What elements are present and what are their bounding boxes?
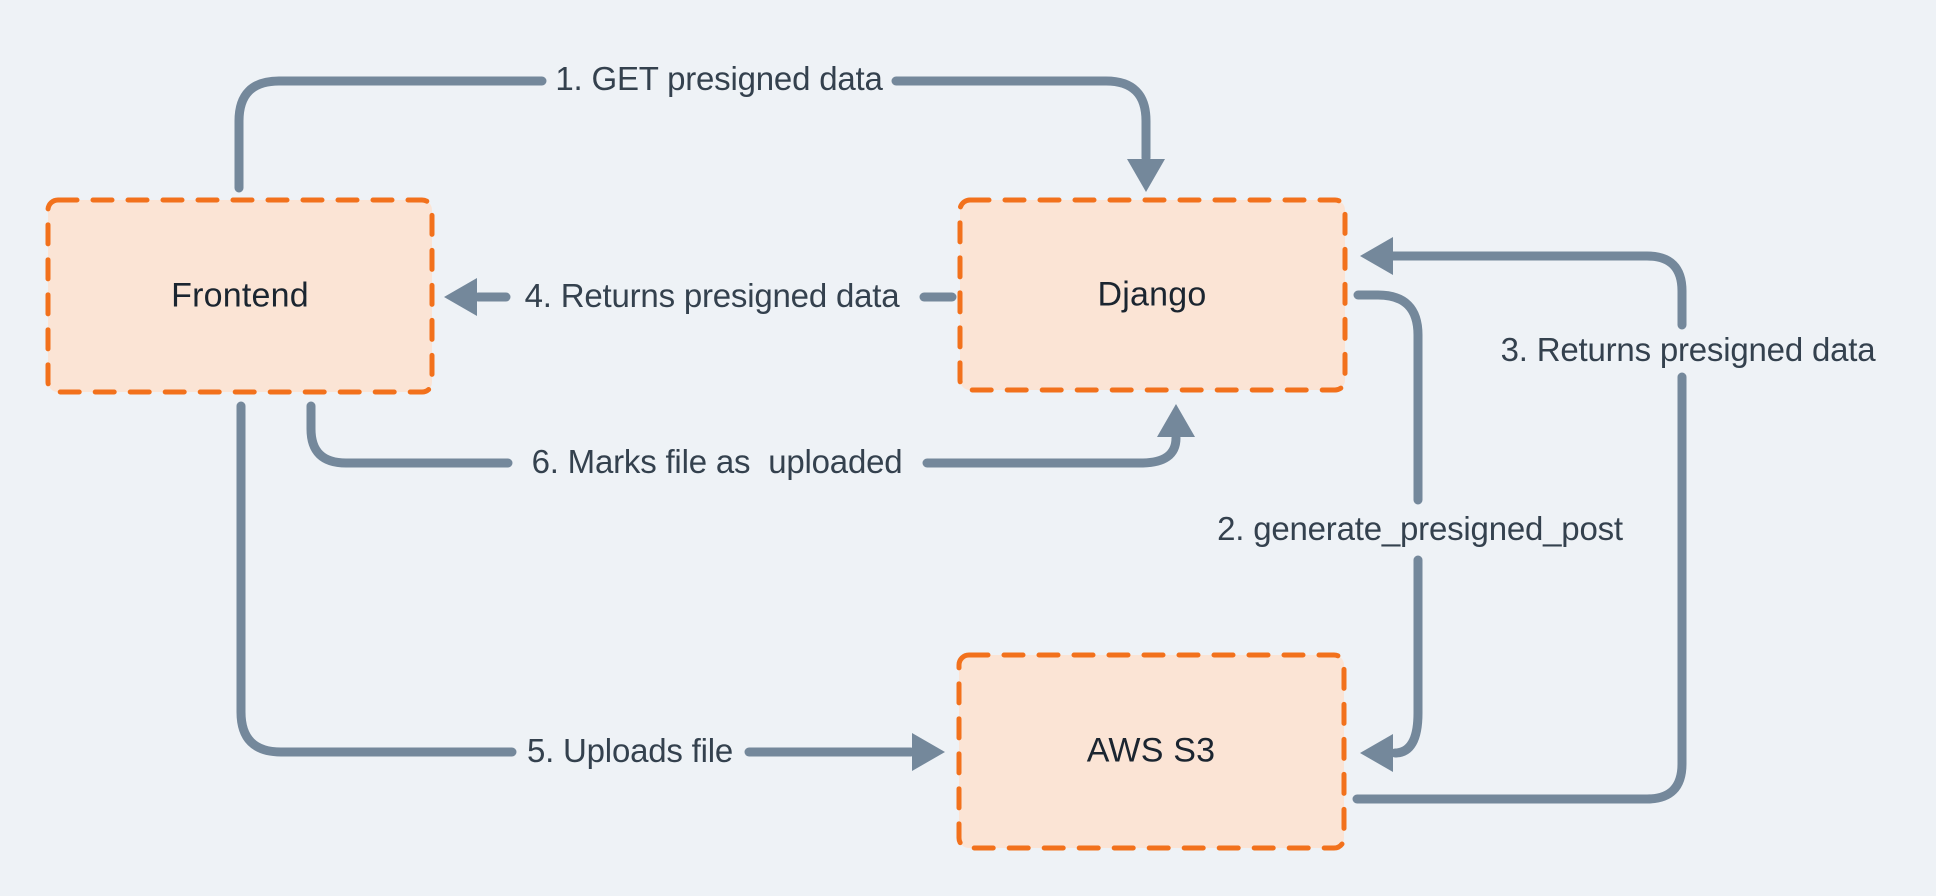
edge-2-segment-start (1353, 290, 1423, 505)
edge-6-arrowhead (1157, 404, 1195, 437)
edge-1-label: 1. GET presigned data (555, 60, 883, 97)
edge-5-segment-start (236, 401, 517, 757)
django-node-box (957, 197, 1348, 393)
django-node-label: Django (1097, 275, 1207, 314)
edge-5-arrowhead (912, 733, 945, 771)
edge-4-label: 4. Returns presigned data (524, 277, 900, 314)
edge-3-arrowhead (1360, 237, 1393, 275)
edge-2-label: 2. generate_presigned_post (1217, 510, 1623, 547)
frontend-node-box (45, 197, 435, 395)
edge-1-arrowhead (1127, 159, 1165, 192)
edge-4-arrowhead (444, 278, 477, 316)
edge-6-segment-end (922, 433, 1181, 468)
edge-3-segment-start (1352, 372, 1687, 804)
edge-1-segment-start (234, 76, 547, 193)
aws-s3-node-box (956, 652, 1347, 851)
edge-5-label: 5. Uploads file (526, 732, 734, 769)
frontend-node-label: Frontend (171, 276, 309, 315)
edge-1-segment-end (891, 76, 1151, 163)
edge-2-arrowhead (1360, 734, 1393, 772)
aws-s3-node-label: AWS S3 (1086, 731, 1216, 770)
edge-6-segment-start (306, 401, 513, 468)
edge-3-segment-end (1387, 251, 1687, 330)
edge-2-segment-end (1390, 555, 1423, 758)
edge-6-label: 6. Marks file as uploaded (531, 443, 903, 480)
edge-3-label: 3. Returns presigned data (1500, 331, 1876, 368)
